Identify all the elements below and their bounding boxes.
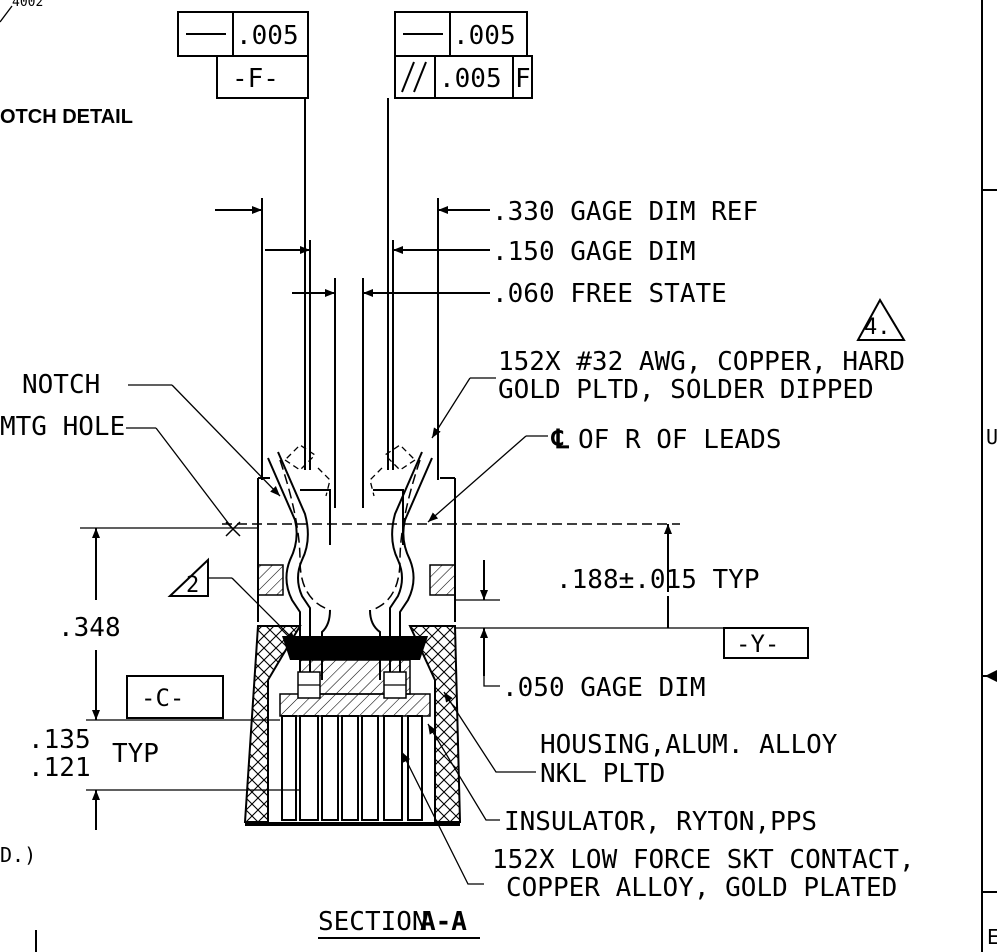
dim-348-label: .348: [58, 613, 121, 643]
dim-121-label: .121: [28, 753, 91, 783]
dim-050-label: .050 GAGE DIM: [502, 673, 706, 703]
dim-188-label: .188±.015 TYP: [556, 565, 760, 595]
note-4-flag: 4.: [856, 297, 906, 341]
flatness-frame-left: .005 -F-: [177, 11, 309, 99]
flatness-left-value: .005: [236, 21, 299, 51]
dim-150-label: .150 GAGE DIM: [492, 237, 696, 267]
left-border-fragment: 4002 D.): [0, 0, 43, 952]
datum-c: -C-: [126, 675, 224, 719]
dim-330-label: .330 GAGE DIM REF: [492, 197, 758, 227]
note-2-flag: 2: [167, 557, 297, 643]
contact-note-line2: COPPER ALLOY, GOLD PLATED: [506, 873, 897, 903]
notch-detail-heading: OTCH DETAIL: [0, 106, 133, 128]
dim-050: .050 GAGE DIM: [480, 628, 706, 703]
flatness-right-value: .005: [453, 21, 516, 51]
dim-typ-label: TYP: [112, 739, 159, 769]
header-body: [257, 459, 456, 622]
section-title: SECTION A-A: [318, 907, 480, 939]
wire-note-line1: 152X #32 AWG, COPPER, HARD: [498, 347, 905, 377]
datum-y: -Y-: [455, 627, 809, 659]
lead-extension-lines: [261, 98, 439, 508]
wire-leads: [267, 444, 433, 680]
datum-c-label: -C-: [141, 684, 184, 712]
centerline-note: ℄ OF R OF LEADS: [427, 425, 782, 523]
notch-label: NOTCH: [22, 370, 100, 400]
material-notes: HOUSING,ALUM. ALLOY NKL PLTD INSULATOR, …: [401, 691, 915, 903]
centerline-symbol: ℄: [551, 425, 570, 455]
wire-note-line2: GOLD PLTD, SOLDER DIPPED: [498, 375, 874, 405]
contact-note-line1: 152X LOW FORCE SKT CONTACT,: [492, 845, 915, 875]
section-letters: A-A: [420, 907, 467, 937]
dim-188: .188±.015 TYP: [455, 524, 760, 628]
mtg-hole-label: MTG HOLE: [0, 412, 125, 442]
left-partial-text: D.): [0, 843, 36, 867]
dim-135-label: .135: [28, 725, 91, 755]
socket-contacts: [281, 715, 423, 821]
corner-fragment-text: 4002: [12, 0, 43, 10]
section-word: SECTION: [318, 907, 428, 937]
parallelism-datum: F: [515, 64, 531, 94]
note-2-text: 2: [186, 573, 199, 598]
housing-note-line2: NKL PLTD: [540, 759, 665, 789]
right-fragment-u: U: [986, 425, 997, 449]
housing-note-line1: HOUSING,ALUM. ALLOY: [540, 730, 838, 760]
dim-060-label: .060 FREE STATE: [492, 279, 727, 309]
right-fragment-e: E: [987, 925, 997, 949]
centerline-text: OF R OF LEADS: [578, 425, 782, 455]
dim-135-121: .135 .121 TYP: [28, 719, 300, 830]
right-title-border: U E: [981, 0, 997, 952]
flatness-frame-right: .005: [394, 11, 528, 57]
dim-348: .348: [58, 527, 258, 720]
parallelism-frame: .005 F: [394, 55, 533, 99]
datum-y-label: -Y-: [736, 630, 779, 658]
housing: [243, 625, 462, 826]
insulator-note: INSULATOR, RYTON,PPS: [504, 807, 817, 837]
note-4-text: 4.: [864, 315, 891, 340]
datum-f: -F-: [232, 64, 279, 94]
parallelism-value: .005: [439, 64, 502, 94]
gage-dimension-arrows: [215, 206, 490, 297]
